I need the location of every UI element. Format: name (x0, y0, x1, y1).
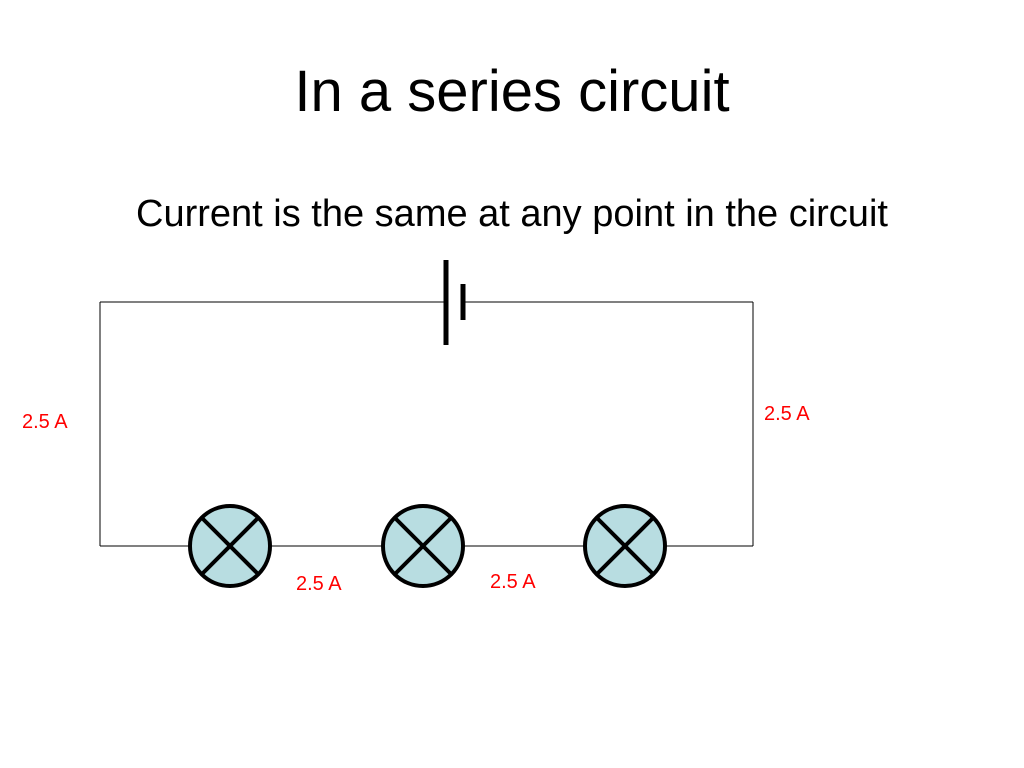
slide-title: In a series circuit (294, 59, 730, 124)
current-reading-left-wire: 2.5 A (22, 411, 68, 433)
current-reading-between-lamp-1-and-2: 2.5 A (296, 573, 342, 595)
lamp-3 (583, 504, 667, 588)
lamp-2 (381, 504, 465, 588)
cell-symbol (443, 260, 466, 345)
current-reading-right-wire: 2.5 A (764, 403, 810, 425)
lamp-1-cross-b (200, 516, 260, 576)
lamp-3-cross-b (595, 516, 655, 576)
current-reading-between-lamp-2-and-3: 2.5 A (490, 571, 536, 593)
slide-subtitle: Current is the same at any point in the … (136, 193, 888, 235)
lamp-2-cross-b (393, 516, 453, 576)
lamp-1 (188, 504, 272, 588)
